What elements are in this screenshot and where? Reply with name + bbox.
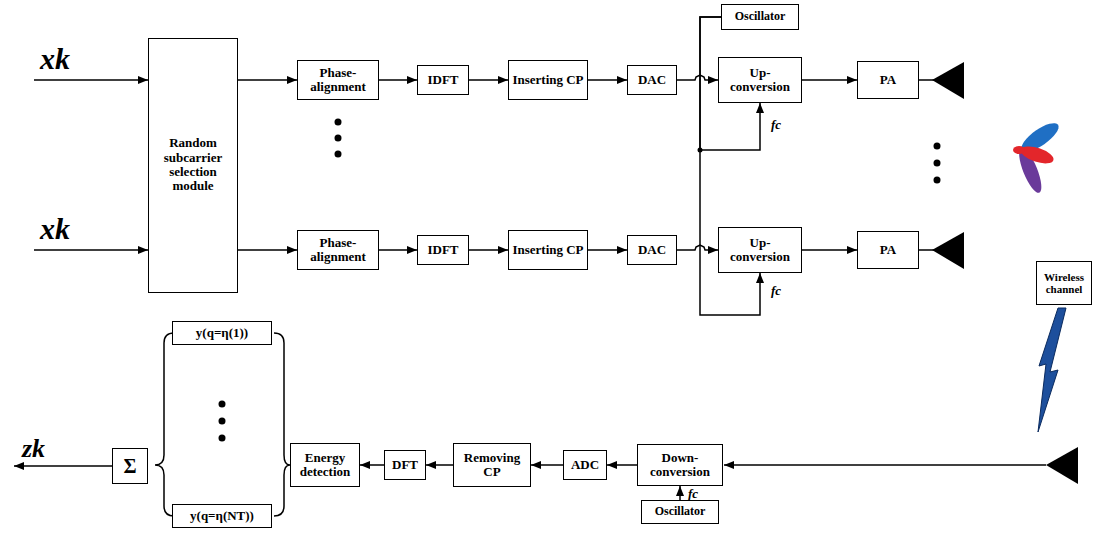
node-text: Oscillator xyxy=(735,10,786,23)
process-box: DAC xyxy=(627,65,677,95)
node-text: Phase-alignment xyxy=(301,236,375,265)
node-text: Random subcarrier selection module xyxy=(152,136,234,193)
sum-box: Σ xyxy=(112,448,148,484)
process-box: DAC xyxy=(627,235,677,265)
output-arrow xyxy=(14,465,112,467)
signal-connector xyxy=(238,79,297,81)
signal-connector xyxy=(531,464,563,466)
node-text: Down-conversion xyxy=(641,451,719,480)
node-text: IDFT xyxy=(427,243,458,257)
node-text: DFT xyxy=(392,458,418,472)
channel-box: Wireless channel xyxy=(1036,261,1092,305)
antenna-symbol xyxy=(1046,447,1078,484)
node-text: DAC xyxy=(638,243,666,257)
process-box: Down-conversion xyxy=(637,444,723,486)
process-box: Phase-alignment xyxy=(297,60,379,100)
node-text: Inserting CP xyxy=(512,243,583,257)
module-box: Random subcarrier selection module xyxy=(148,38,238,293)
process-box: Up-conversion xyxy=(718,57,802,103)
ellipsis-dots xyxy=(219,401,226,442)
node-text: Inserting CP xyxy=(512,73,583,87)
node-text: y(q=η(1)) xyxy=(196,326,248,340)
ellipsis-dots xyxy=(934,143,941,184)
process-box: Energy detection xyxy=(290,443,360,487)
signal-connector xyxy=(469,249,508,251)
node-text: Wireless channel xyxy=(1040,271,1088,295)
node-text: Σ xyxy=(123,455,136,477)
ellipsis-dots xyxy=(335,119,342,158)
process-box: IDFT xyxy=(417,65,469,95)
oscillator-box: Oscillator xyxy=(641,500,719,524)
node-text: Up-conversion xyxy=(722,66,798,95)
process-box: Inserting CP xyxy=(508,60,588,100)
process-box: IDFT xyxy=(417,235,469,265)
signal-connector xyxy=(588,79,627,81)
process-box: Up-conversion xyxy=(718,227,802,273)
node-text: Energy detection xyxy=(294,451,356,480)
process-box: DFT xyxy=(384,450,426,480)
amplifier-box: PA xyxy=(857,61,919,99)
input-arrow xyxy=(34,79,148,81)
signal-connector xyxy=(679,486,681,500)
node-text: PA xyxy=(880,73,896,87)
signal-connector xyxy=(802,79,857,81)
brace xyxy=(274,333,290,516)
antenna-symbol xyxy=(932,62,964,99)
process-box: Inserting CP xyxy=(508,230,588,270)
signal-connector xyxy=(469,79,508,81)
node-text: Up-conversion xyxy=(722,236,798,265)
node-text: Oscillator xyxy=(655,505,706,518)
node-text: Phase-alignment xyxy=(301,66,375,95)
frequency-label: fc xyxy=(770,284,782,297)
antenna-feed xyxy=(724,464,1046,466)
output-box: y(q=η(1)) xyxy=(172,321,272,345)
signal-connector xyxy=(379,249,417,251)
node-text: PA xyxy=(880,243,896,257)
output-box: y(q=η(NT)) xyxy=(172,504,272,528)
signal-label: xk xyxy=(40,44,70,74)
process-box: ADC xyxy=(563,450,607,480)
input-arrow xyxy=(34,249,148,251)
amplifier-box: PA xyxy=(857,231,919,269)
signal-connector xyxy=(677,245,718,250)
antenna-symbol xyxy=(932,232,964,269)
signal-connector xyxy=(677,75,718,80)
brace xyxy=(155,333,174,516)
lightning-symbol xyxy=(1038,308,1066,432)
antenna-feed xyxy=(919,249,934,251)
antenna-feed xyxy=(919,79,934,81)
signal-connector xyxy=(607,464,637,466)
node-text: IDFT xyxy=(427,73,458,87)
process-box: Removing CP xyxy=(453,443,531,487)
process-box: Phase-alignment xyxy=(297,230,379,270)
node-text: Removing CP xyxy=(457,451,527,480)
signal-connector xyxy=(802,249,857,251)
signal-connector xyxy=(426,464,453,466)
signal-connector xyxy=(360,464,384,466)
signal-connector xyxy=(379,79,417,81)
frequency-label: fc xyxy=(770,118,782,131)
node-text: DAC xyxy=(638,73,666,87)
signal-label: zk xyxy=(22,436,45,462)
signal-connector xyxy=(238,249,297,251)
node-text: ADC xyxy=(571,458,599,472)
frequency-label: fc xyxy=(687,487,699,500)
signal-connector xyxy=(588,249,627,251)
beam-pattern xyxy=(1013,118,1063,195)
oscillator-box: Oscillator xyxy=(721,4,799,30)
node-text: y(q=η(NT)) xyxy=(190,509,254,523)
signal-label: xk xyxy=(40,214,70,244)
